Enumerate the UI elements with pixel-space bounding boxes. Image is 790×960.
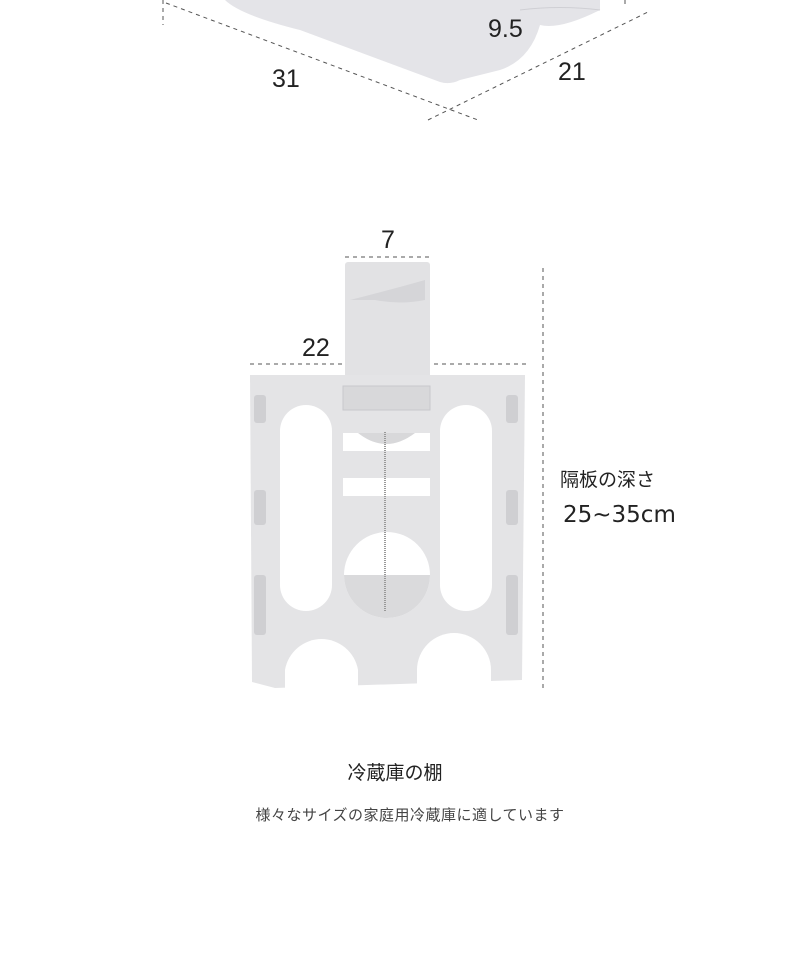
width-label: 22 xyxy=(302,334,330,362)
depth-range: 25~35cm xyxy=(563,502,676,528)
caption-subtitle: 様々なサイズの家庭用冷蔵庫に適しています xyxy=(255,806,565,824)
dimension-line-width xyxy=(427,11,649,121)
product-top-view xyxy=(225,0,601,84)
depth-label: 隔板の深さ xyxy=(560,469,655,491)
caption-title: 冷蔵庫の棚 xyxy=(347,762,443,784)
width-label: 21 xyxy=(558,58,586,86)
shelf-front-view xyxy=(250,262,525,688)
height-label: 9.5 xyxy=(488,15,523,43)
hook-width-label: 7 xyxy=(381,226,395,254)
length-label: 31 xyxy=(272,65,300,93)
